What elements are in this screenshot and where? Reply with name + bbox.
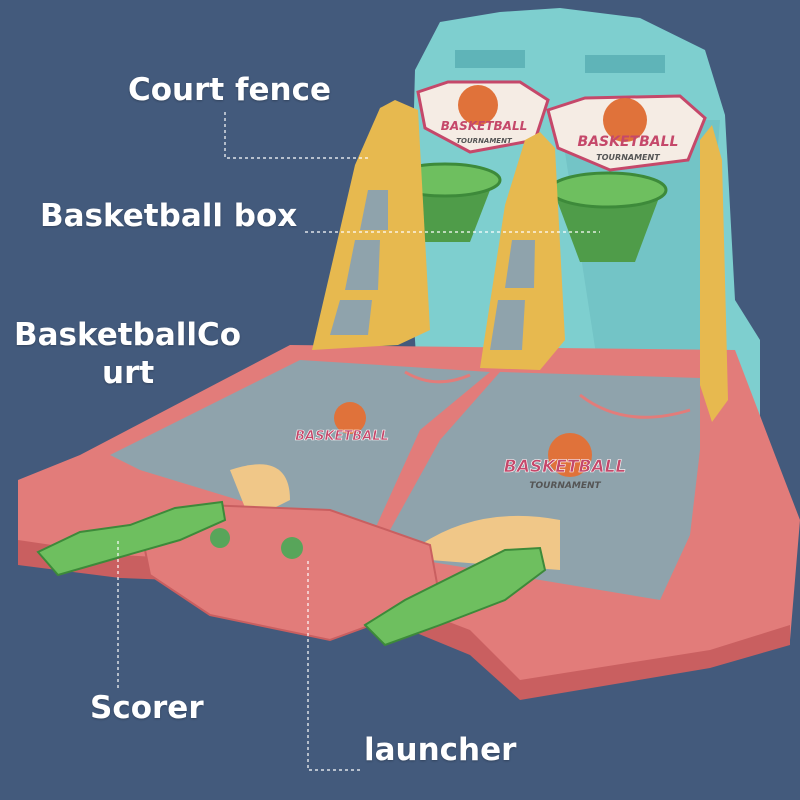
left-court-arc: [404, 370, 471, 384]
middle-court-fence: [480, 132, 565, 370]
left-grille: [455, 50, 525, 68]
left-court-fence: [312, 100, 430, 350]
right-court-arc: [579, 393, 691, 419]
right-sign-brand: BASKETBALL: [578, 134, 679, 150]
right-court-fence: [700, 125, 728, 422]
right-court-sub: TOURNAMENT: [529, 481, 601, 491]
right-hoop: [548, 171, 668, 262]
right-court-logo: BASKETBALL TOURNAMENT: [503, 433, 627, 491]
scorer-label: Scorer: [90, 690, 204, 726]
launcher-leader: [307, 560, 360, 771]
basketball-court-label-line1: BasketballCo: [14, 317, 242, 353]
basketball-court-label-line2: urt: [102, 355, 155, 391]
right-score-knob: [281, 537, 303, 559]
court-fence-leader: [224, 112, 370, 159]
left-score-knob: [210, 528, 230, 548]
left-court-logo: BASKETBALL: [295, 402, 389, 444]
left-scoreboard-sign: BASKETBALL TOURNAMENT: [416, 80, 550, 154]
right-launcher: [363, 546, 547, 647]
basketball-box-label: Basketball box: [40, 198, 298, 234]
right-scoreboard-sign: BASKETBALL TOURNAMENT: [546, 94, 707, 172]
court-fence-label: Court fence: [128, 72, 331, 108]
launcher-label: launcher: [364, 732, 517, 768]
right-sign-sub: TOURNAMENT: [596, 153, 660, 162]
left-sign-sub: TOURNAMENT: [456, 137, 513, 145]
left-sign-brand: BASKETBALL: [441, 119, 527, 133]
left-court-brand: BASKETBALL: [295, 429, 389, 444]
left-court: [110, 360, 490, 540]
right-grille: [585, 55, 665, 73]
right-court-brand: BASKETBALL: [504, 457, 627, 477]
left-launcher: [36, 500, 227, 577]
basketball-court-label: BasketballCo urt: [14, 316, 241, 392]
